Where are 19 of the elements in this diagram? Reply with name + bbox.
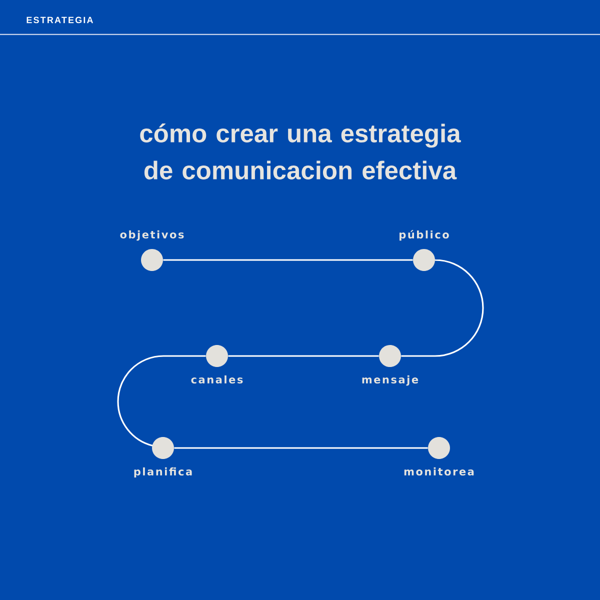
step-label: mensaje [362,375,418,386]
step-dot [141,249,163,271]
connector-line [174,447,428,449]
header-label: ESTRATEGIA [26,16,93,24]
step-dot [206,345,228,367]
connector-line [117,355,206,446]
step-dot [428,437,450,459]
step-dot [413,249,435,271]
step-label: planifica [134,467,192,478]
connector-line [401,259,484,357]
step-dot [379,345,401,367]
step-dot [152,437,174,459]
step-label: objetivos [120,230,184,241]
step-label: monitorea [404,467,474,476]
step-label: público [400,230,449,241]
connector-line [228,355,379,357]
title: cómo crear una estrategia de comunicacion efectiva [140,124,461,180]
step-label: canales [191,375,243,384]
connector-line [163,259,413,261]
